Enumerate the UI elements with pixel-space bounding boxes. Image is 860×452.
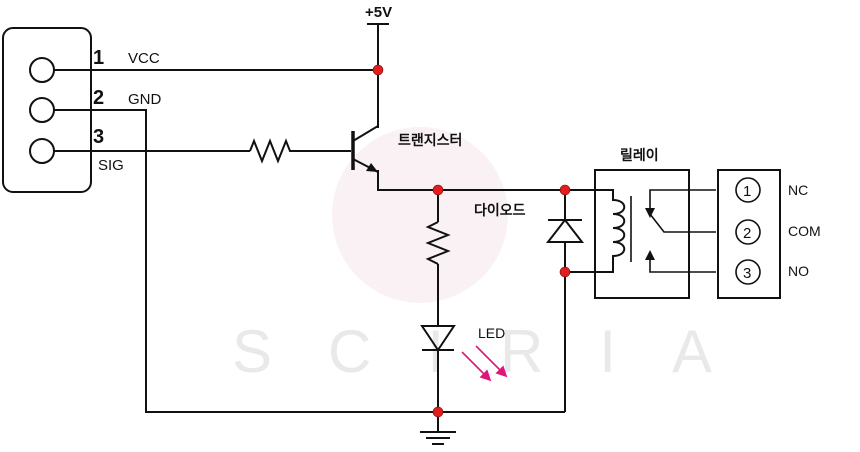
junction-node: [432, 406, 444, 418]
relay-no-contact: [649, 254, 716, 273]
pin-2-name: GND: [128, 91, 162, 108]
relay: 릴레이: [594, 147, 716, 299]
terminal-3-name: NO: [788, 263, 809, 279]
junction-node: [372, 64, 384, 76]
junction-nodes: [372, 64, 571, 418]
relay-com-arm: [649, 213, 716, 233]
led-triangle: [420, 325, 456, 352]
terminal-2-name: COM: [788, 223, 821, 239]
transistor: 트랜지스터: [351, 125, 462, 173]
transistor-label: 트랜지스터: [398, 132, 462, 149]
led-label: LED: [478, 325, 505, 341]
ground-symbol: [420, 431, 456, 445]
terminal-1-name: NC: [788, 182, 808, 198]
connector-pin-2: [29, 97, 55, 123]
terminal-2-screw: [735, 219, 761, 245]
relay-nc-arrow: [645, 208, 655, 218]
terminal-2-number: 2: [743, 225, 751, 242]
transistor-collector: [352, 125, 379, 142]
connector-pin-3: [29, 138, 55, 164]
watermark: SCIRIA: [232, 127, 768, 385]
emitter-wire: [377, 170, 598, 191]
pin-2-number: 2: [93, 87, 104, 109]
junction-node: [559, 184, 571, 196]
terminal-1-screw: [735, 177, 761, 203]
base-resistor: [249, 138, 294, 164]
pin-1-name: VCC: [128, 50, 160, 67]
relay-coil: [598, 189, 626, 273]
relay-nc-contact: [649, 189, 716, 214]
led-light-arrowhead-1: [479, 369, 492, 382]
gnd-wire: [54, 109, 565, 413]
supply: +5V: [365, 4, 392, 25]
led-light-arrowhead-2: [495, 365, 508, 378]
terminal-1-number: 1: [743, 183, 751, 200]
pin-3-name: SIG: [98, 157, 124, 174]
led-light-arrow-2: [475, 345, 505, 375]
junction-node: [432, 184, 444, 196]
pin-1-number: 1: [93, 47, 104, 69]
relay-body: [594, 169, 690, 299]
led-light-arrows: [461, 345, 508, 382]
diode-triangle: [545, 218, 585, 243]
connector-pin-1: [29, 57, 55, 83]
relay-no-arrow: [645, 250, 655, 260]
watermark-text: SCIRIA: [232, 318, 768, 385]
led: LED: [420, 325, 508, 382]
diode-label: 다이오드: [474, 202, 526, 219]
terminal-3-number: 3: [743, 265, 751, 282]
led-resistor: [425, 221, 451, 265]
pin-3-number: 3: [93, 126, 104, 148]
junction-node: [559, 266, 571, 278]
terminal-block-body: [717, 169, 781, 299]
terminal-3-screw: [735, 259, 761, 285]
supply-label: +5V: [365, 4, 392, 21]
relay-label: 릴레이: [620, 147, 659, 164]
flyback-diode: 다이오드: [474, 202, 585, 243]
transistor-emitter-arrow: [366, 163, 378, 172]
terminal-block: 1 2 3 NC COM NO: [717, 169, 821, 299]
